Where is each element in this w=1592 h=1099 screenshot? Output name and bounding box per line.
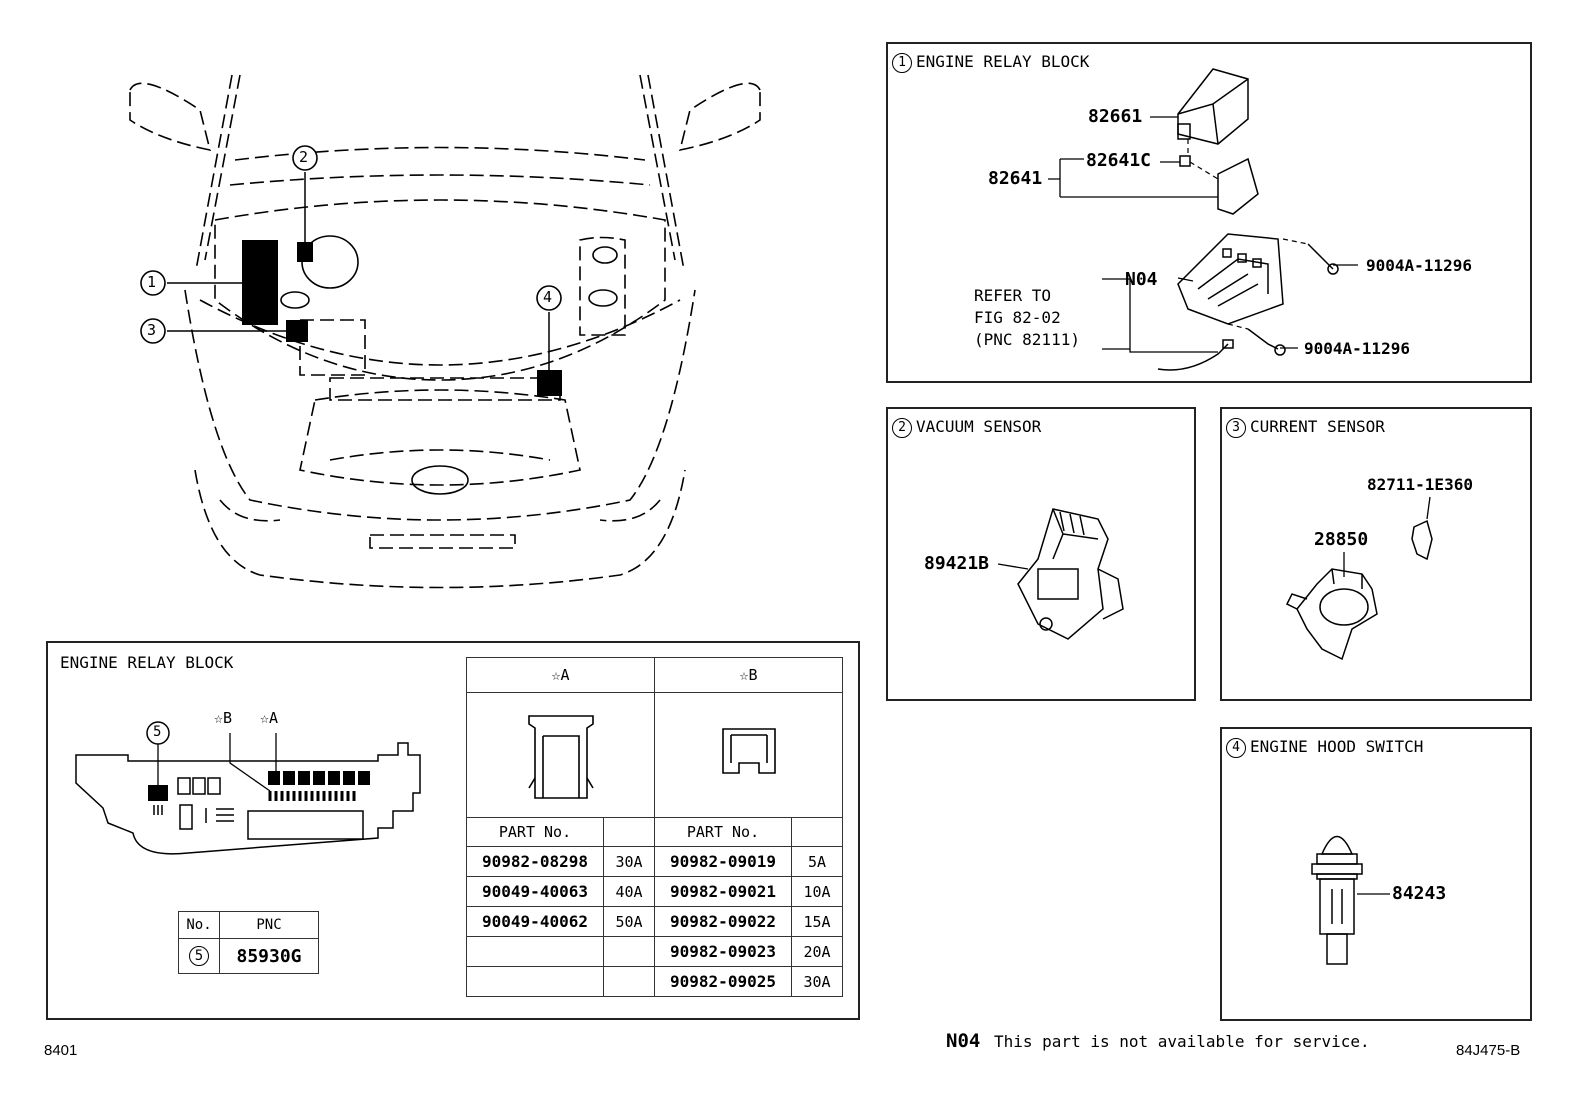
note-text: This part is not available for service. [994, 1032, 1370, 1051]
pnc-row-no-cell: 5 [178, 938, 220, 974]
part-label-89421b: 89421B [924, 553, 990, 574]
relay-layout-title: ENGINE RELAY BLOCK [60, 653, 234, 672]
relay-marker-b: ☆B [214, 709, 233, 727]
relay-block-top-view [75, 721, 421, 855]
fuse-b-part-header: PART No. [654, 817, 792, 847]
panel2-callout: 2 [892, 417, 912, 438]
pnc-table: No. PNC 5 85930G [178, 911, 319, 974]
vehicle-overview-drawing [129, 74, 761, 589]
fuse-a-amp-1: 30A [603, 846, 655, 877]
part-label-82641: 82641 [988, 168, 1043, 189]
fuse-b-amp-5: 30A [791, 966, 843, 997]
fuse-b-amp-4: 20A [791, 936, 843, 967]
part-label-82711-1e360: 82711-1E360 [1367, 475, 1473, 494]
fuse-a-amp-5 [603, 966, 655, 997]
note-code: N04 [946, 1030, 981, 1052]
part-label-n04: N04 [1125, 269, 1158, 290]
panel4-title-text: ENGINE HOOD SWITCH [1250, 737, 1424, 756]
refer-line-3: (PNC 82111) [974, 330, 1080, 349]
part-label-84243: 84243 [1392, 883, 1447, 904]
overview-callout-3: 3 [147, 321, 157, 339]
part-label-bolt-top: 9004A-11296 [1366, 256, 1472, 275]
fuse-b-amp-3: 15A [791, 906, 843, 937]
fuse-table: ☆A ☆B [466, 657, 843, 997]
fuse-a-part-1: 90982-08298 [466, 846, 604, 877]
overview-callout-1: 1 [147, 273, 157, 291]
panel-relay-block-layout: ENGINE RELAY BLOCK [46, 641, 860, 1020]
fuse-a-part-2: 90049-40063 [466, 876, 604, 907]
fuse-a-amp-header [603, 817, 655, 847]
part-label-28850: 28850 [1314, 529, 1369, 550]
figure-code: 84J475-B [1456, 1042, 1521, 1059]
pnc-row-no: 5 [189, 946, 209, 966]
part-label-82661: 82661 [1088, 106, 1143, 127]
panel4-callout: 4 [1226, 737, 1246, 758]
page-code: 8401 [44, 1042, 78, 1059]
fuse-a-part-5 [466, 966, 604, 997]
fuse-a-amp-3: 50A [603, 906, 655, 937]
fuse-a-illustration [466, 692, 655, 818]
fuse-a-part-4 [466, 936, 604, 967]
fuse-a-amp-4 [603, 936, 655, 967]
fuse-group-b-header: ☆B [654, 657, 843, 693]
panel1-title-text: ENGINE RELAY BLOCK [916, 52, 1090, 71]
fuse-a-amp-2: 40A [603, 876, 655, 907]
vacuum-sensor-drawing [997, 508, 1124, 640]
overview-callout-4: 4 [543, 288, 553, 306]
fuse-b-part-1: 90982-09019 [654, 846, 792, 877]
relay-marker-a: ☆A [260, 709, 279, 727]
panel3-callout: 3 [1226, 417, 1246, 438]
fuse-a-icon [527, 715, 594, 799]
fuse-group-a-header: ☆A [466, 657, 655, 693]
part-label-82641c: 82641C [1086, 150, 1152, 171]
fuse-b-icon [721, 728, 776, 774]
current-sensor-drawing [1285, 496, 1433, 661]
fuse-b-amp-1: 5A [791, 846, 843, 877]
refer-line-2: FIG 82-02 [974, 308, 1061, 327]
fuse-b-part-4: 90982-09023 [654, 936, 792, 967]
hood-switch-drawing [1311, 835, 1390, 965]
relay-layout-callout-5: 5 [153, 724, 162, 740]
part-label-bolt-bottom: 9004A-11296 [1304, 339, 1410, 358]
panel2-title-text: VACUUM SENSOR [916, 417, 1042, 436]
relay-block-exploded-drawing [1048, 68, 1358, 371]
fuse-b-illustration [654, 692, 843, 818]
fuse-b-amp-2: 10A [791, 876, 843, 907]
pnc-header-no: No. [178, 911, 220, 939]
fuse-b-part-5: 90982-09025 [654, 966, 792, 997]
fuse-b-part-2: 90982-09021 [654, 876, 792, 907]
overview-callout-2: 2 [299, 148, 309, 166]
fuse-a-part-3: 90049-40062 [466, 906, 604, 937]
fuse-a-part-header: PART No. [466, 817, 604, 847]
refer-line-1: REFER TO [974, 286, 1052, 305]
panel1-callout: 1 [892, 52, 912, 73]
pnc-header-pnc: PNC [219, 911, 319, 939]
panel3-title-text: CURRENT SENSOR [1250, 417, 1385, 436]
fuse-b-part-3: 90982-09022 [654, 906, 792, 937]
pnc-row-pnc: 85930G [219, 938, 319, 974]
fuse-b-amp-header [791, 817, 843, 847]
